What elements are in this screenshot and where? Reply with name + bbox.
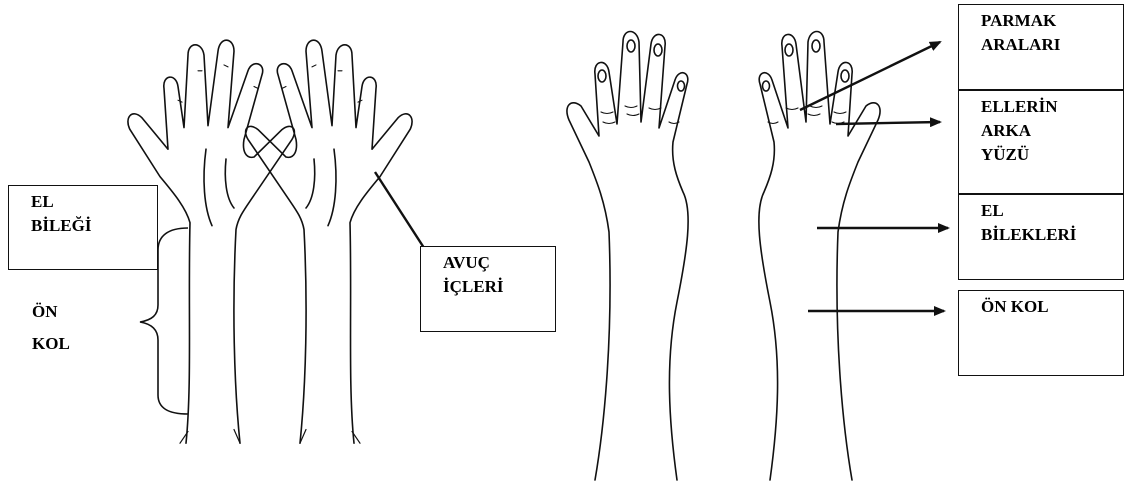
- forearm-label: ÖN KOL: [32, 296, 70, 360]
- forearm-label-line-2: KOL: [32, 328, 70, 360]
- wrists-line-2: BİLEKLERİ: [981, 223, 1123, 247]
- palm-right-hand: [246, 40, 412, 443]
- between-fingers-arrow: [800, 42, 940, 110]
- palms-label-box: AVUÇ İÇLERİ: [420, 246, 556, 332]
- wrist-label-box: EL BİLEĞİ: [8, 185, 158, 270]
- back-of-hands-label-box: ELLERİN ARKA YÜZÜ: [958, 90, 1124, 194]
- wrist-label-line-2: BİLEĞİ: [31, 214, 157, 238]
- wrist-label-line-1: EL: [31, 190, 157, 214]
- back-left-hand: [567, 32, 688, 481]
- palms-label-line-2: İÇLERİ: [443, 275, 555, 299]
- between-fingers-label-box: PARMAK ARALARI: [958, 4, 1124, 90]
- wrists-line-1: EL: [981, 199, 1123, 223]
- wrists-label-box: EL BİLEKLERİ: [958, 194, 1124, 280]
- forearm-right-label-box: ÖN KOL: [958, 290, 1124, 376]
- back-of-hands-arrow: [836, 122, 940, 124]
- back-right-hand: [759, 32, 880, 481]
- forearm-label-line-1: ÖN: [32, 296, 70, 328]
- back-of-hands-line-1: ELLERİN: [981, 95, 1123, 119]
- back-of-hands-line-3: YÜZÜ: [981, 143, 1123, 167]
- palms-label-line-1: AVUÇ: [443, 251, 555, 275]
- back-of-hands-line-2: ARKA: [981, 119, 1123, 143]
- between-fingers-line-1: PARMAK: [981, 9, 1123, 33]
- forearm-right-line-1: ÖN KOL: [981, 295, 1123, 319]
- between-fingers-line-2: ARALARI: [981, 33, 1123, 57]
